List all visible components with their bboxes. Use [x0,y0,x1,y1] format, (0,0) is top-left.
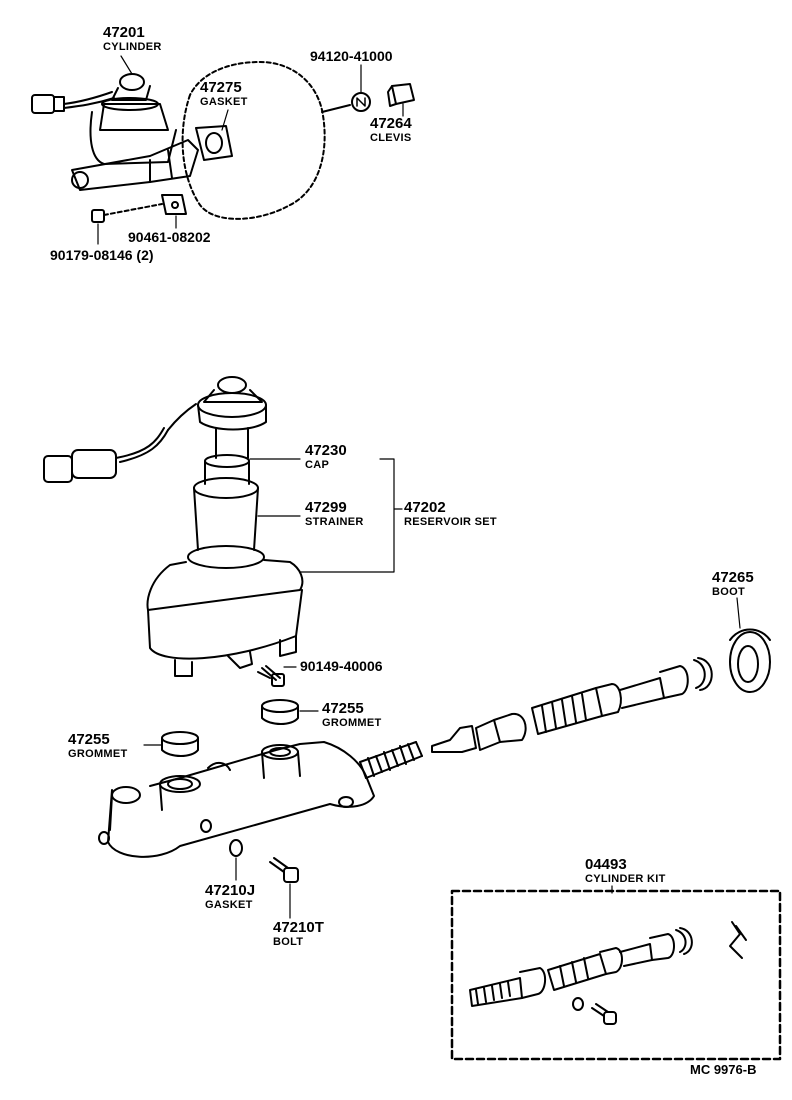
strainer-part-number: 47299 [305,499,347,516]
cylinder-kit-frame [450,889,782,1061]
grommet-left-part-number: 47255 [68,731,110,748]
cap-part-name: CAP [305,459,330,471]
boot-part-number: 47265 [712,569,754,586]
gasket-bottom-icon [229,839,243,857]
bolt-part-name: BOLT [273,936,304,948]
gasket-top-part-number: 47275 [200,79,242,96]
washer-icon [91,209,105,223]
piston-secondary-icon [431,712,527,753]
grommet-right-icon [261,699,299,725]
clevis-icon [387,83,415,107]
brake-booster-icon [181,61,351,220]
reservoir-set-part-name: RESERVOIR SET [404,516,497,528]
cylinder-kit-part-number: 04493 [585,856,627,873]
gasket-top-icon [195,125,233,161]
gasket-bottom-part-name: GASKET [205,899,253,911]
spring-icon [359,741,423,779]
connector-wire-icon [43,403,197,483]
cap-part-number: 47230 [305,442,347,459]
cylinder-kit-part-name: CYLINDER KIT [585,873,666,885]
screw-icon [257,665,285,687]
bolt-icon [269,857,299,883]
washer-part-number: 90179-08146 (2) [50,247,154,263]
gasket-bottom-part-number: 47210J [205,882,256,899]
reservoir-set-part-number: 47202 [404,499,446,516]
grommet-right-part-number: 47255 [322,700,364,717]
cylinder-kit-parts-icon [469,921,747,1025]
boot-icon [729,628,771,693]
cylinder-part-number: 47201 [103,24,145,41]
gasket-top-part-name: GASKET [200,96,248,108]
screw-part-number: 90149-40006 [300,658,383,674]
strainer-part-name: STRAINER [305,516,364,528]
nut-part-number: 94120-41000 [310,48,393,64]
bolt-part-number: 47210T [273,919,324,936]
master-cylinder-body-icon [98,741,375,858]
figure-code: MC 9976-B [690,1062,757,1077]
piston-primary-icon [531,665,689,735]
grommet-right-part-name: GROMMET [322,717,382,729]
cylinder-part-name: CYLINDER [103,41,162,53]
grommet-left-part-name: GROMMET [68,748,128,760]
snap-ring-icon [693,657,713,691]
master-cylinder-top-icon [71,73,199,191]
nut-icon [351,92,371,112]
clevis-part-name: CLEVIS [370,132,412,144]
bracket-part-number: 90461-08202 [128,229,211,245]
reservoir-set-icon [146,376,304,677]
boot-part-name: BOOT [712,586,745,598]
clevis-part-number: 47264 [370,115,412,132]
bracket-icon [161,194,187,215]
grommet-left-icon [161,731,199,757]
